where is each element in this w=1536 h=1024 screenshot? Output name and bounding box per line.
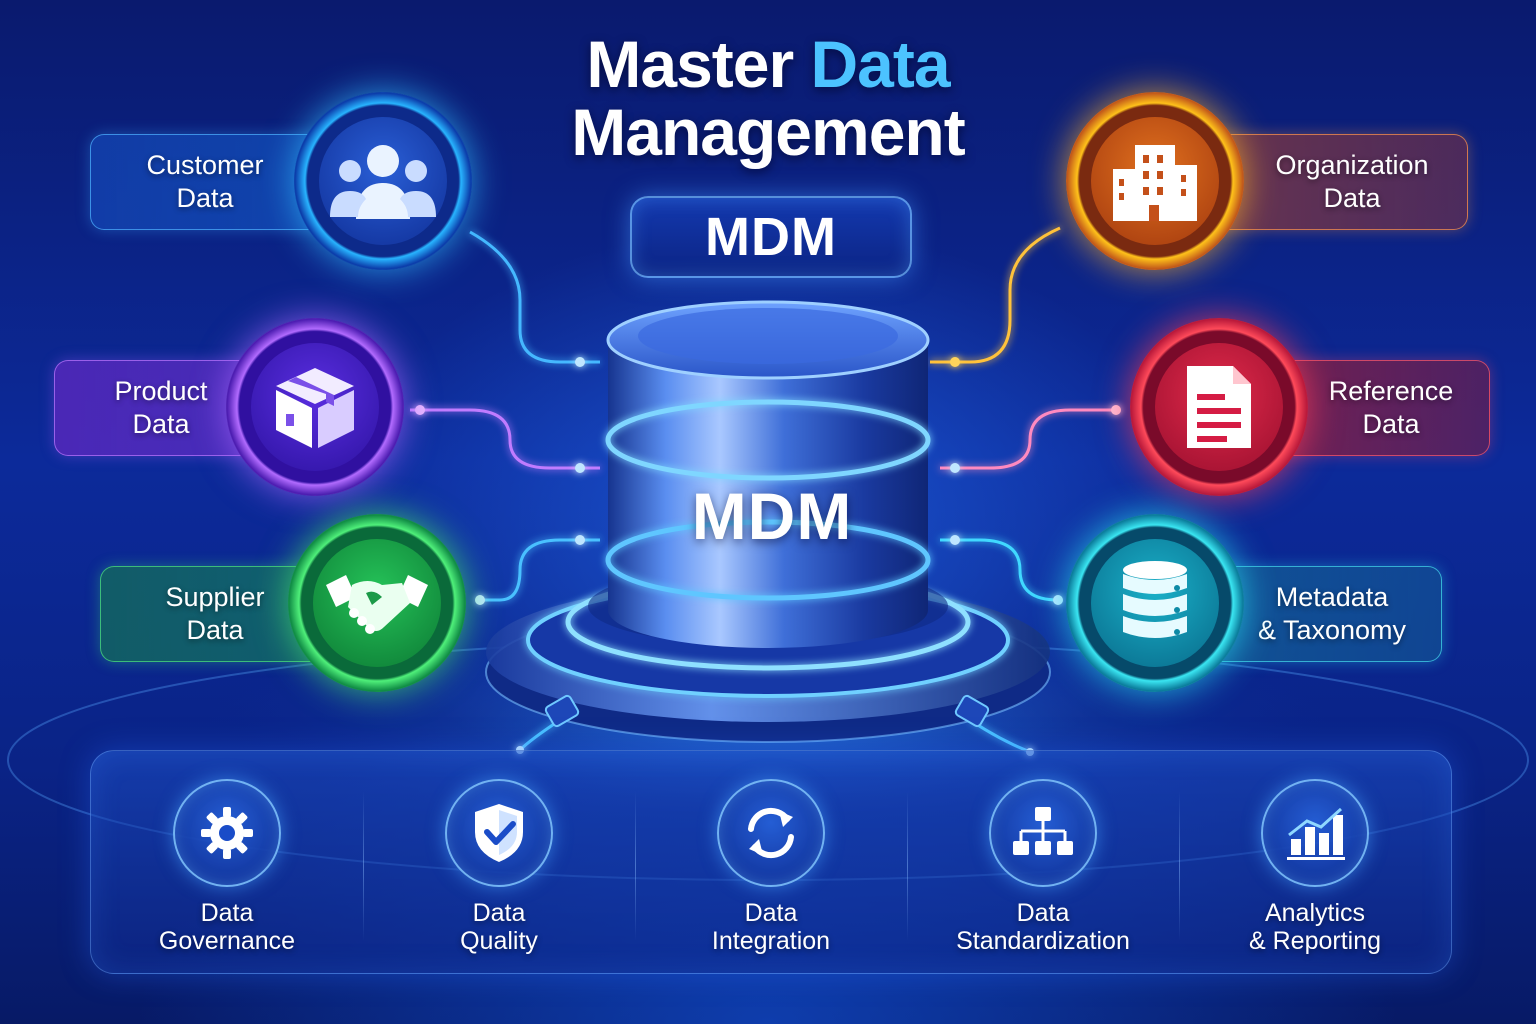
capability-data-governance: Data Governance bbox=[91, 751, 363, 973]
capability-data-quality: Data Quality bbox=[363, 751, 635, 973]
capability-label-line2: Integration bbox=[711, 927, 831, 955]
card-label-line2: Data bbox=[1323, 183, 1381, 213]
card-label-line1: Supplier bbox=[165, 582, 265, 612]
handshake-icon bbox=[326, 575, 428, 634]
card-label-line2: & Taxonomy bbox=[1257, 615, 1407, 645]
title-word-master: Master bbox=[586, 27, 794, 101]
card-label-line2: Data bbox=[176, 183, 234, 213]
capability-label-line1: Data bbox=[200, 899, 254, 927]
card-label-line2: Data bbox=[132, 409, 190, 439]
capability-label-line1: Analytics bbox=[1264, 899, 1366, 927]
capability-label-line2: Standardization bbox=[956, 927, 1130, 955]
capability-data-integration: Data Integration bbox=[635, 751, 907, 973]
capability-label-line2: Quality bbox=[460, 927, 538, 955]
capability-label-line2: Governance bbox=[158, 927, 296, 955]
capabilities-panel: Data Governance Data Quality bbox=[90, 750, 1452, 974]
mdm-badge: MDM bbox=[630, 196, 912, 278]
capability-label-line1: Data bbox=[744, 899, 798, 927]
capability-label-line1: Data bbox=[1016, 899, 1070, 927]
hierarchy-icon bbox=[1013, 807, 1073, 855]
document-icon bbox=[1187, 366, 1251, 448]
page-title: Master Data Management bbox=[468, 30, 1068, 166]
card-label-line1: Organization bbox=[1275, 150, 1429, 180]
capability-data-standardization: Data Standardization bbox=[907, 751, 1179, 973]
database-icon bbox=[1123, 561, 1187, 638]
card-label-line1: Reference bbox=[1328, 376, 1454, 406]
circle-customer-data bbox=[294, 92, 472, 270]
shield-check-icon bbox=[475, 804, 523, 862]
card-label-line1: Product bbox=[114, 376, 208, 406]
hub-label: MDM bbox=[691, 479, 853, 553]
circle-metadata-taxonomy bbox=[1066, 514, 1244, 692]
capability-label-line2: & Reporting bbox=[1248, 927, 1382, 955]
circle-supplier-data bbox=[288, 514, 466, 692]
card-label-line2: Data bbox=[186, 615, 244, 645]
circle-reference-data bbox=[1130, 318, 1308, 496]
circle-product-data bbox=[226, 318, 404, 496]
bar-chart-icon bbox=[1287, 807, 1345, 860]
capability-label-line1: Data bbox=[472, 899, 526, 927]
card-label-line2: Data bbox=[1362, 409, 1420, 439]
title-word-data: Data bbox=[810, 27, 951, 101]
sync-icon bbox=[748, 807, 794, 859]
users-icon bbox=[330, 145, 436, 219]
box-icon bbox=[276, 368, 354, 448]
building-icon bbox=[1113, 145, 1197, 221]
capability-analytics-reporting: Analytics & Reporting bbox=[1179, 751, 1451, 973]
title-word-management: Management bbox=[571, 95, 965, 169]
gear-icon bbox=[201, 807, 253, 859]
card-label-line1: Customer bbox=[146, 150, 264, 180]
card-label-line1: Metadata bbox=[1275, 582, 1389, 612]
circle-organization-data bbox=[1066, 92, 1244, 270]
